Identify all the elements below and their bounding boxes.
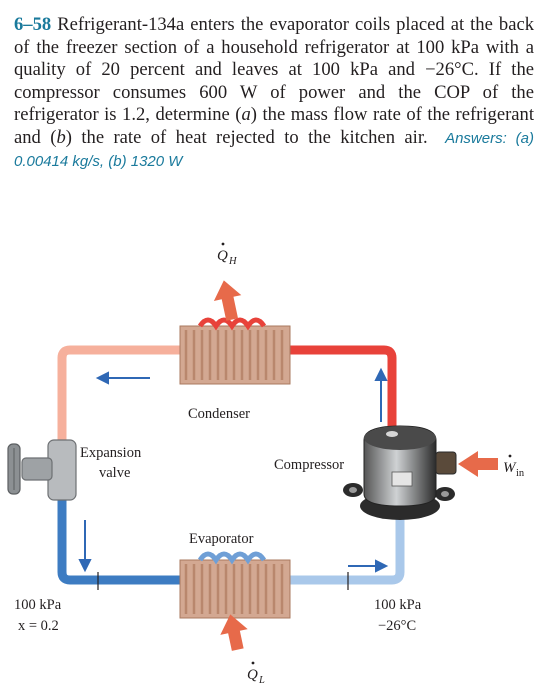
- answers-text: Answers: (a) 0.00414 kg/s, (b) 1320 W: [14, 129, 535, 171]
- problem-statement: 6–58 Refrigerant-134a enters the evapora…: [14, 14, 534, 174]
- left-pressure-label: 100 kPa: [14, 597, 62, 613]
- left-quality-label: x = 0.2: [18, 618, 59, 634]
- problem-text-2: ) the mass flow rate of the refrigerant …: [14, 104, 534, 148]
- hot-pipe-top-left: [57, 345, 180, 440]
- qh-symbol: Q H: [217, 242, 238, 267]
- cold-pipe-bottom-right: [290, 505, 405, 585]
- problem-number: 6–58: [14, 14, 52, 35]
- part-b-letter: b: [56, 126, 66, 148]
- evaporator-label: Evaporator: [189, 531, 254, 547]
- ql-sub: L: [258, 675, 265, 686]
- evaporator-coil: [179, 551, 291, 619]
- win-main: W: [503, 460, 517, 476]
- win-arrow: [458, 451, 498, 477]
- cold-pipe-bottom-left: [57, 500, 180, 585]
- qh-main: Q: [217, 248, 228, 264]
- win-symbol: W in: [503, 454, 525, 479]
- hot-pipe-top-right: [290, 345, 397, 430]
- flow-arrows: [78, 367, 389, 573]
- pipe-loop: [57, 345, 405, 590]
- condenser-coil: [179, 317, 291, 385]
- problem-text-1: Refrigerant-134a enters the evaporator c…: [14, 14, 534, 125]
- valve-label: valve: [99, 465, 130, 481]
- ql-main: Q: [247, 667, 258, 683]
- win-sub: in: [516, 468, 525, 479]
- expansion-label: Expansion: [80, 445, 142, 461]
- part-a-letter: a: [241, 104, 251, 125]
- qh-arrow: [213, 280, 242, 321]
- expansion-valve: [7, 439, 77, 501]
- qh-sub: H: [228, 256, 238, 267]
- problem-text-3: ) the rate of heat rejected to the kitch…: [65, 126, 428, 148]
- ql-arrow: [220, 614, 248, 651]
- condenser-label: Condenser: [188, 406, 250, 422]
- compressor-label: Compressor: [274, 457, 344, 473]
- ql-symbol: Q L: [247, 661, 265, 686]
- compressor-unit: [343, 425, 457, 520]
- right-pressure-label: 100 kPa: [374, 597, 422, 613]
- right-temp-label: −26°C: [378, 618, 416, 634]
